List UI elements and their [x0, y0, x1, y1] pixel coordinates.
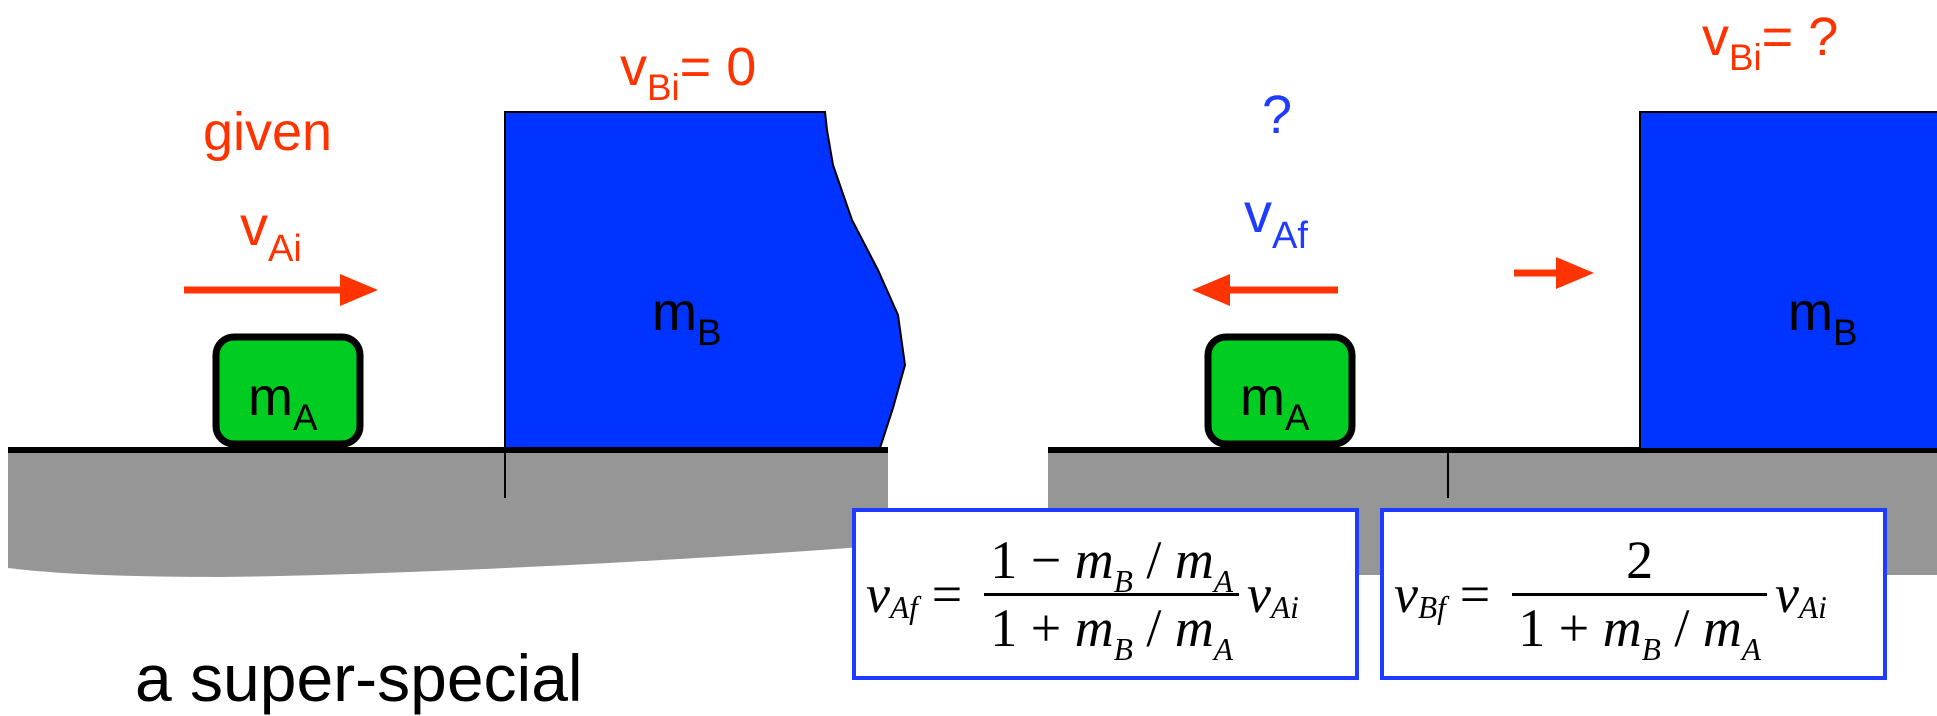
arrow-v-af-head [1192, 274, 1230, 306]
arrow-v-ai-head [340, 274, 378, 306]
block-b-left [504, 111, 907, 449]
fraction-bar [1512, 592, 1768, 596]
given-label: given [203, 102, 333, 162]
fraction-bar [984, 592, 1240, 596]
ground-left [8, 450, 888, 577]
question-mark-label: ? [1262, 85, 1293, 145]
block-a-right [1204, 333, 1356, 448]
block-b-right [1639, 111, 1937, 450]
m-a-label-right: mA [1240, 367, 1310, 439]
m-b-label-right: mB [1788, 282, 1858, 354]
v-ai-label: vAi [240, 194, 302, 270]
arrow-v-bf-head [1556, 257, 1594, 289]
block-a-left [212, 333, 364, 448]
fraction-v-bf: 2 1 + mB / mA [1512, 532, 1768, 666]
fraction-v-af: 1 − mB / mA 1 + mB / mA [984, 531, 1240, 666]
v-bi-label-right: vBi= ? [1702, 7, 1839, 79]
v-bi-label-left: vBi= 0 [620, 37, 757, 109]
v-af-label: vAf [1244, 181, 1308, 257]
m-b-label-left: mB [652, 282, 722, 354]
caption-text: a super-special [135, 641, 583, 715]
m-a-label-left: mA [248, 367, 318, 439]
